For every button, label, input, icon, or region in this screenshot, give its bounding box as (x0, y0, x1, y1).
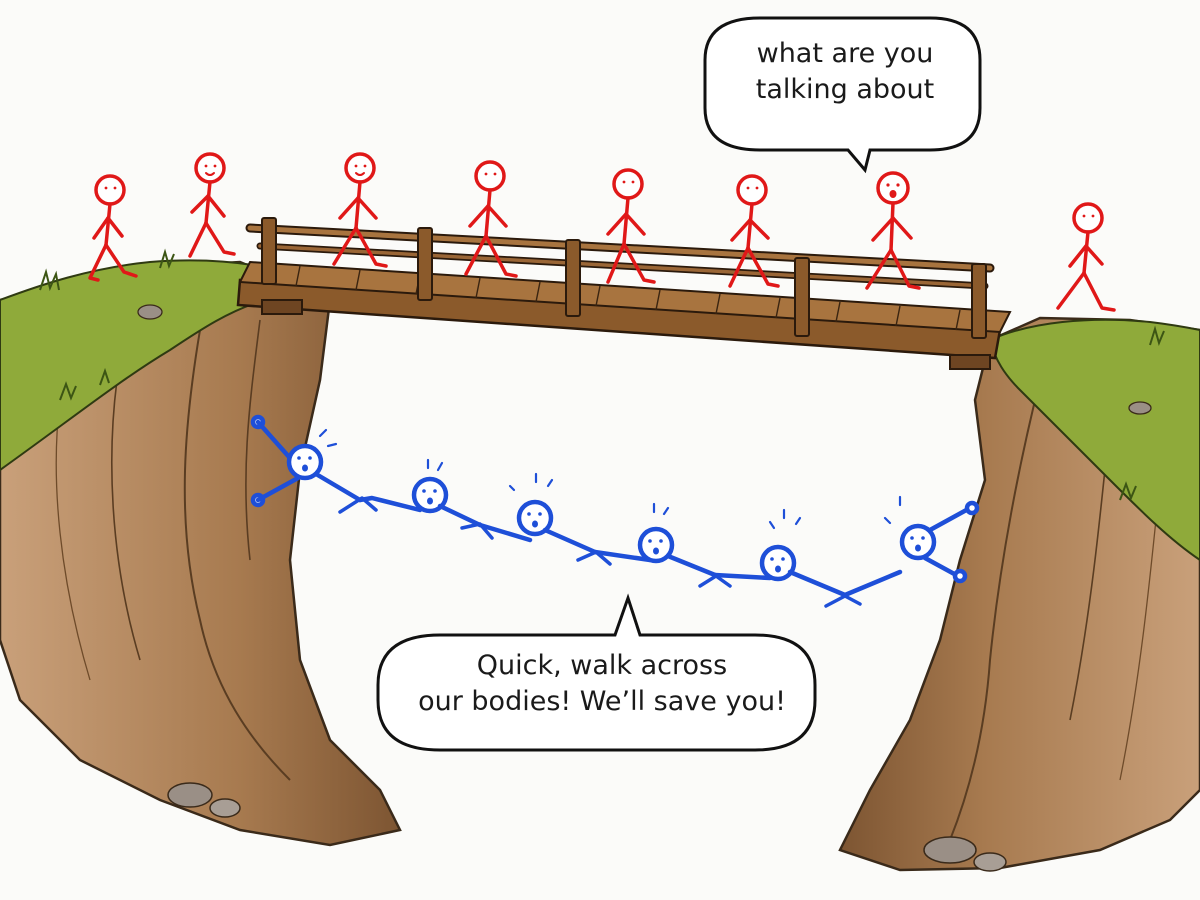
red-walker (1056, 202, 1116, 312)
left-cliff (0, 260, 402, 847)
speech-bottom-line-2: our bodies! We’ll save you! (418, 686, 786, 718)
blue-figure-head (286, 443, 324, 481)
speech-top-line-2: talking about (755, 74, 935, 106)
speech-bottom-text: Quick, walk across our bodies! We’ll sav… (392, 648, 812, 721)
wooden-bridge (236, 217, 1012, 370)
red-walker (88, 174, 138, 282)
blue-figure-head (637, 526, 675, 564)
red-walker-talking (865, 171, 921, 290)
red-walker (464, 160, 518, 278)
blue-figure-head (411, 476, 449, 514)
red-walkers (88, 152, 1116, 312)
speech-top-text: what are you talking about (735, 36, 955, 109)
red-walker (332, 152, 388, 268)
blue-figure-head (899, 523, 937, 561)
speech-top-line-1: what are you (756, 38, 934, 69)
speech-bubble-top (703, 16, 982, 174)
speech-bottom-line-1: Quick, walk across (476, 650, 728, 681)
blue-human-chain (250, 414, 980, 608)
speech-bubble-bottom (376, 593, 817, 752)
right-grass (988, 318, 1200, 562)
blue-figure-head (516, 499, 554, 537)
red-walker (728, 174, 780, 288)
red-walker (606, 168, 656, 284)
blue-figure-head (759, 544, 797, 582)
red-walker (188, 152, 236, 258)
